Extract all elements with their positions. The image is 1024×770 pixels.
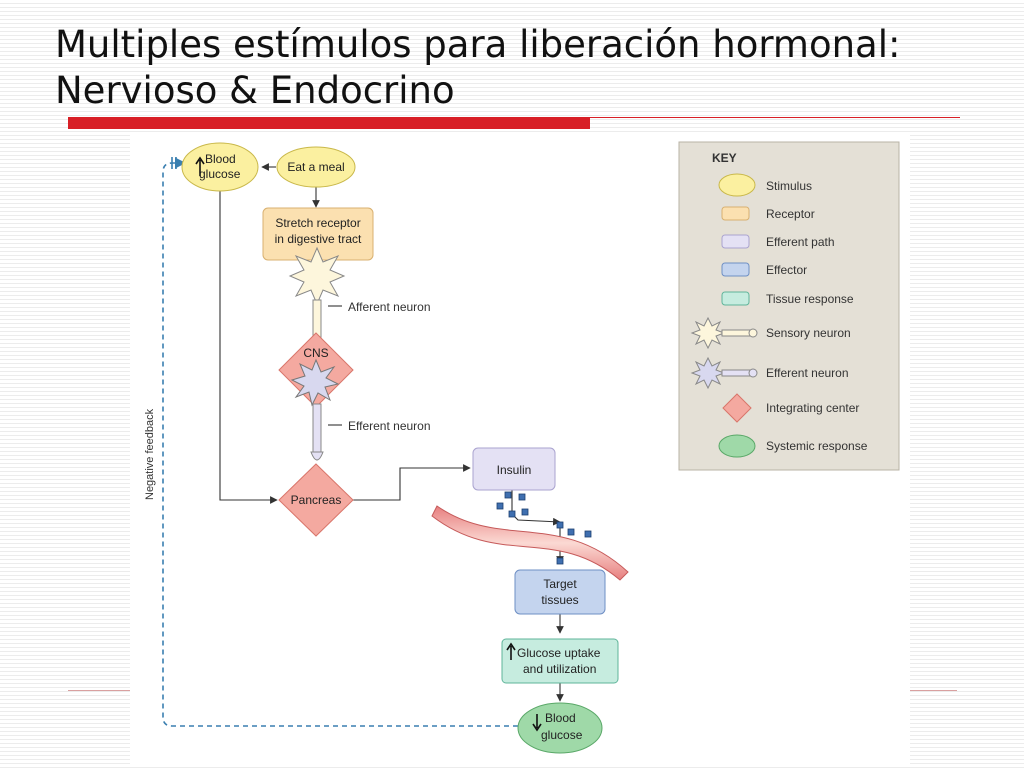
sensory-neuron-icon: [690, 316, 758, 350]
slide-title-line-1: Multiples estímulos para liberación horm…: [55, 23, 901, 66]
efferent-neuron-label: Efferent neuron: [348, 419, 431, 433]
diagram-panel: Negative feedback Blood glucose Eat a me…: [130, 135, 910, 765]
key-effector-swatch: [721, 262, 750, 277]
key-efferent-neuron-label: Efferent neuron: [766, 366, 849, 380]
down-arrow-icon: [532, 714, 542, 732]
target-tissues-line-1: Target: [543, 577, 577, 591]
insulin-molecules: [496, 491, 592, 565]
reflex-pathway-diagram: Negative feedback Blood glucose Eat a me…: [144, 141, 900, 754]
target-tissues-line-2: tissues: [541, 593, 578, 607]
glucose-uptake-box: Glucose uptake and utilization: [501, 638, 619, 684]
footer-rule-right: [905, 690, 957, 691]
glucose-uptake-line-2: and utilization: [523, 662, 596, 676]
key-receptor-swatch: [721, 206, 750, 221]
pancreas-label: Pancreas: [291, 493, 342, 507]
key-receptor-label: Receptor: [766, 207, 815, 221]
blood-glucose-bottom-line-1: Blood: [545, 711, 576, 725]
key-systemic-response-label: Systemic response: [766, 439, 868, 453]
negative-feedback-label: Negative feedback: [144, 408, 156, 500]
blood-glucose-top-line-2: glucose: [199, 167, 241, 181]
efferent-neuron-icon: [690, 356, 758, 390]
key-tissue-response-label: Tissue response: [766, 292, 854, 306]
eat-a-meal-stimulus: Eat a meal: [276, 146, 356, 188]
key-stimulus-swatch: [718, 173, 756, 197]
key-integrating-center-label: Integrating center: [766, 401, 859, 415]
key-stimulus-label: Stimulus: [766, 179, 812, 193]
blood-glucose-systemic-response: Blood glucose: [517, 702, 603, 754]
key-sensory-neuron-label: Sensory neuron: [766, 326, 851, 340]
afferent-neuron: Afferent neuron: [288, 246, 431, 345]
stretch-receptor-box: Stretch receptor in digestive tract: [262, 207, 374, 261]
slide-title: Multiples estímulos para liberación horm…: [55, 22, 995, 114]
afferent-neuron-label: Afferent neuron: [348, 300, 431, 314]
blood-glucose-top-line-1: Blood: [205, 152, 236, 166]
cns-integrating-center: CNS: [278, 332, 354, 408]
stretch-receptor-line-1: Stretch receptor: [275, 216, 360, 230]
key-legend: KEY Stimulus Receptor Efferent path Effe…: [678, 141, 900, 471]
blood-glucose-bottom-line-2: glucose: [541, 728, 583, 742]
slide-title-line-2: Nervioso & Endocrino: [55, 69, 455, 112]
key-tissue-response-swatch: [721, 291, 750, 306]
eat-a-meal-label: Eat a meal: [287, 160, 344, 174]
key-integrating-center-swatch: [722, 393, 752, 423]
efferent-neuron: Efferent neuron: [310, 403, 431, 461]
up-arrow-icon: [195, 156, 205, 176]
blood-glucose-stimulus-top: Blood glucose: [181, 142, 259, 192]
key-title: KEY: [712, 151, 737, 165]
title-rule-thin: [590, 117, 960, 118]
key-efferent-path-swatch: [721, 234, 750, 249]
pancreas-integrating-center: Pancreas: [278, 463, 354, 537]
title-rule-thick: [68, 117, 590, 129]
stretch-receptor-line-2: in digestive tract: [275, 232, 362, 246]
key-efferent-path-label: Efferent path: [766, 235, 835, 249]
cns-label: CNS: [303, 346, 328, 360]
key-systemic-response-swatch: [718, 434, 756, 458]
target-tissues-box: Target tissues: [514, 569, 606, 615]
blood-vessel: [431, 505, 629, 581]
footer-rule-left: [68, 690, 130, 691]
insulin-box: Insulin: [472, 447, 556, 491]
key-effector-label: Effector: [766, 263, 807, 277]
up-arrow-icon: [506, 642, 516, 660]
negative-feedback-loop: Negative feedback: [144, 157, 518, 727]
insulin-label: Insulin: [497, 463, 532, 477]
glucose-uptake-line-1: Glucose uptake: [517, 646, 601, 660]
